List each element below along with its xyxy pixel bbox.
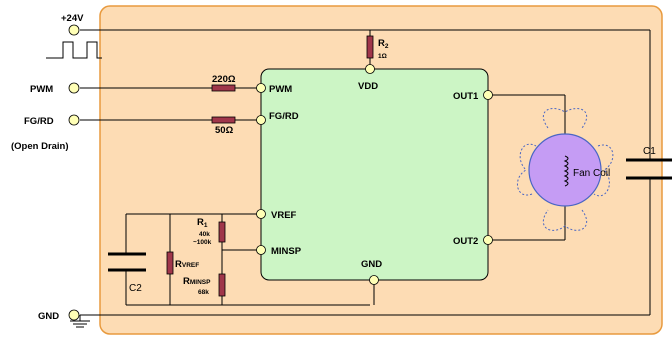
fg-resistor-value: 50Ω <box>215 125 234 136</box>
pin-minsp <box>256 245 266 255</box>
r1-label: R1 <box>197 217 208 229</box>
fan-coil-circle <box>528 133 602 207</box>
rminsp-label: RMINSP <box>183 276 211 287</box>
fan-blades <box>517 108 614 231</box>
pin-vdd <box>365 64 375 74</box>
supply-terminal <box>68 24 80 36</box>
supply-label: +24V <box>61 13 84 24</box>
pin-vref-label: VREF <box>271 210 297 221</box>
pin-out2 <box>483 235 493 245</box>
r1-value-2: ~100k <box>193 239 212 246</box>
rminsp-value: 68k <box>198 289 209 296</box>
rvref-resistor <box>166 251 174 275</box>
r2-value: 1Ω <box>378 53 387 60</box>
r2-resistor <box>366 35 374 59</box>
rvref-label: RVREF <box>175 259 199 270</box>
pwm-input-label: PWM <box>30 84 53 95</box>
c2-label: C2 <box>129 283 142 294</box>
pwm-resistor-value: 220Ω <box>212 74 236 85</box>
open-drain-label: (Open Drain) <box>11 141 69 152</box>
gnd-input-label: GND <box>38 311 59 322</box>
pin-fgrd-label: FG/RD <box>269 111 299 122</box>
pin-gnd-label: GND <box>361 259 382 270</box>
pin-vdd-label: VDD <box>358 81 378 92</box>
gnd-terminal <box>68 309 80 321</box>
pin-pwm <box>256 83 266 93</box>
pin-pwm-label: PWM <box>269 84 292 95</box>
pin-out2-label: OUT2 <box>453 236 478 247</box>
pin-gnd <box>369 275 379 285</box>
fan-coil-label: Fan Coil <box>573 168 610 179</box>
pin-fgrd <box>256 115 266 125</box>
r1-resistor <box>218 221 226 243</box>
pwm-waveform <box>46 41 102 59</box>
rminsp-resistor <box>218 273 226 297</box>
pin-minsp-label: MINSP <box>271 246 302 257</box>
fgrd-input-label: FG/RD <box>24 116 54 127</box>
r2-label: R2 <box>378 38 389 50</box>
fgrd-terminal <box>68 114 80 126</box>
pwm-resistor <box>211 84 236 92</box>
pwm-terminal <box>68 82 80 94</box>
r1-value-1: 40k <box>199 231 210 238</box>
fg-resistor <box>211 116 236 124</box>
c1-label: C1 <box>643 146 656 157</box>
pin-vref <box>256 209 266 219</box>
pin-out1 <box>483 90 493 100</box>
coil-icon <box>563 155 569 187</box>
pin-out1-label: OUT1 <box>453 91 479 102</box>
